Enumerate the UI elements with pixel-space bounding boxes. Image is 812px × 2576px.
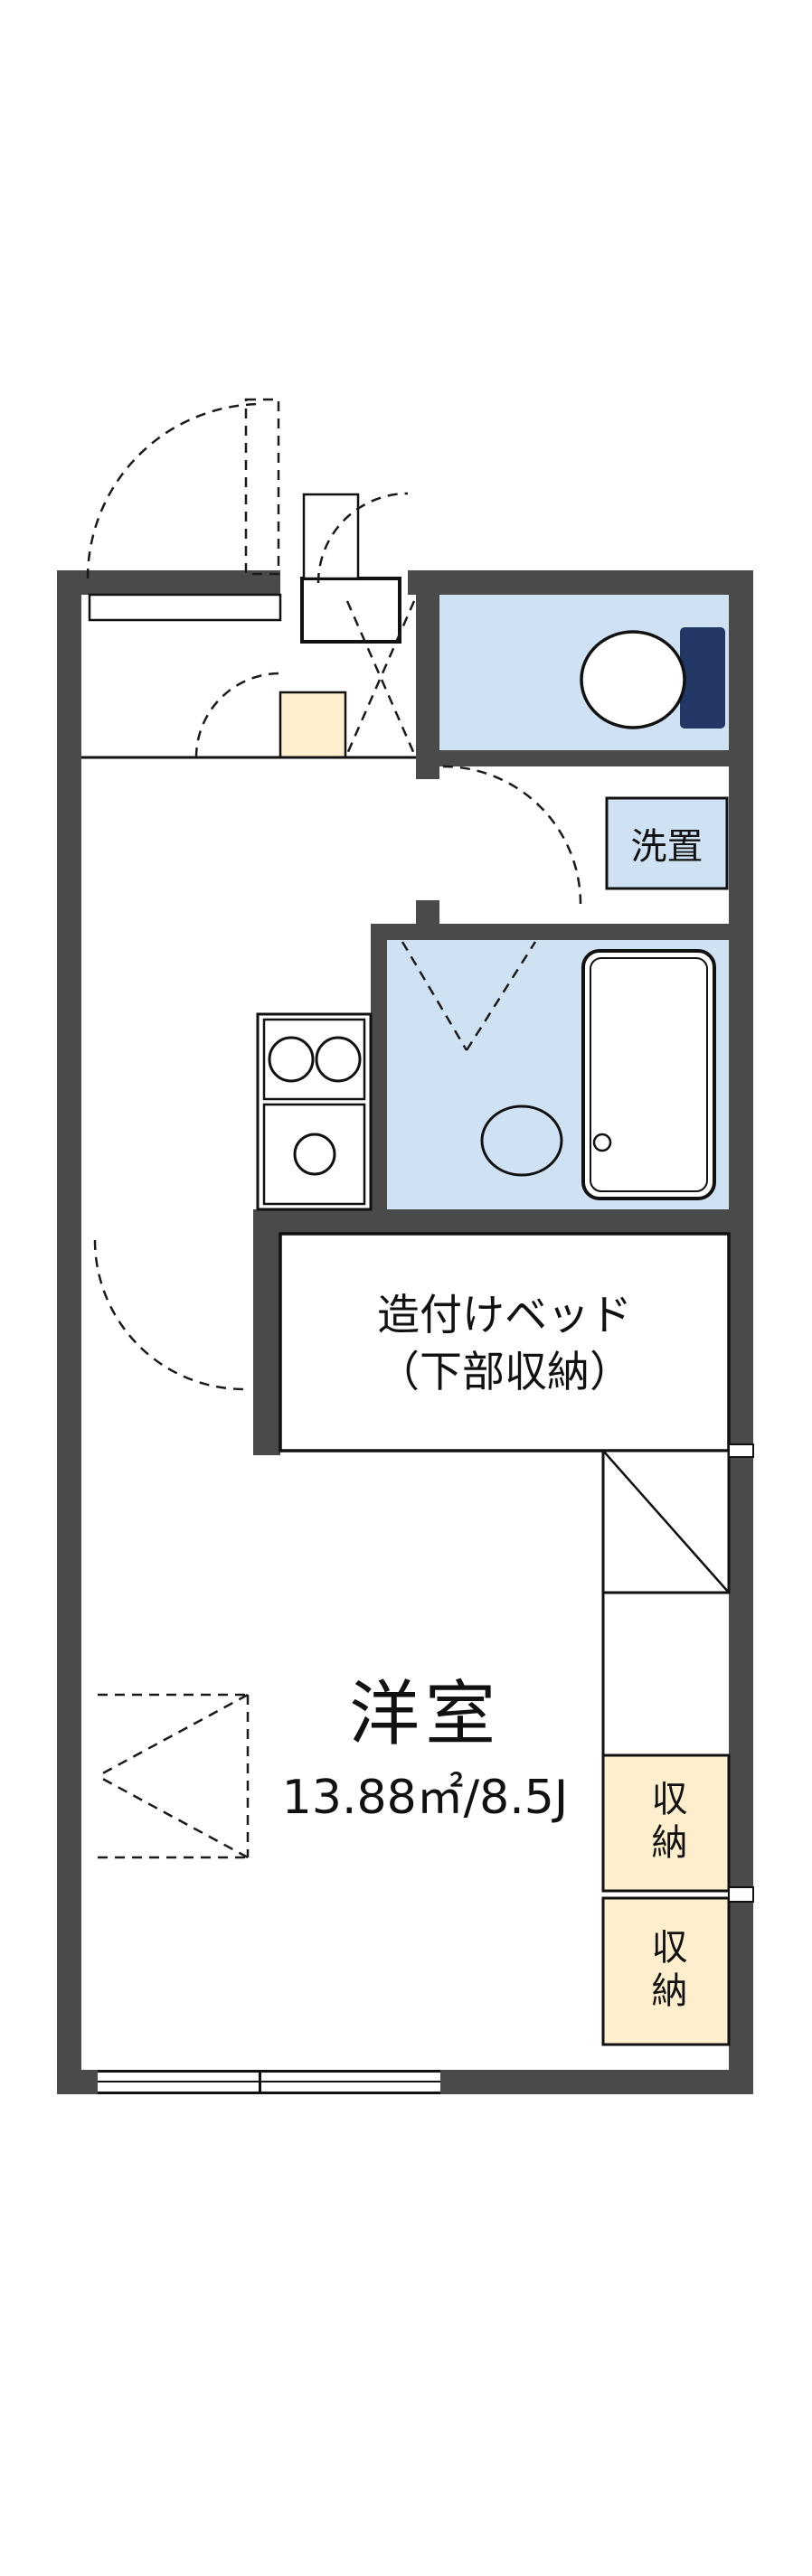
bathtub-icon	[581, 949, 716, 1200]
storage-lower-box	[601, 1896, 731, 2046]
entrance-door-open-leaf-icon	[244, 398, 280, 576]
genkan-door-arc-icon	[194, 672, 281, 758]
built-in-bed-box	[279, 1232, 731, 1453]
wall-toilet-bottom	[439, 750, 729, 766]
entrance-door-arc-large-icon	[86, 402, 263, 579]
right-wall-marker-lower-icon	[728, 1886, 754, 1903]
wall-top-right	[408, 570, 753, 595]
sink-icon	[262, 1103, 366, 1206]
bath-door-line1-icon	[401, 941, 468, 1051]
diagonal-box-line-icon	[602, 1450, 730, 1594]
bathtub-inner-icon	[590, 957, 708, 1192]
bottom-window-line-mid	[98, 2081, 440, 2082]
wall-bed-top	[253, 1209, 729, 1234]
bathtub-outer-icon	[581, 949, 716, 1200]
toilet-bowl-icon	[580, 630, 686, 729]
left-window-opening-icon	[97, 1693, 250, 1859]
bottom-window-line-bottom	[98, 2092, 440, 2094]
sink-drain-icon	[293, 1133, 336, 1176]
bottom-window-line-top	[98, 2070, 440, 2073]
entrance-door-leaf	[302, 493, 360, 580]
bath-washing-area-drain-icon	[480, 1105, 563, 1177]
kitchen-counter	[256, 1012, 373, 1211]
stove-burner-right-icon	[315, 1036, 362, 1083]
window-marker-diag1-icon	[97, 1693, 249, 1778]
entrance-door-swing-icon	[86, 398, 416, 758]
counter-diagonal-box	[601, 1449, 731, 1594]
storage-upper-box	[601, 1753, 731, 1893]
bottom-window-mullion	[259, 2070, 261, 2094]
right-wall-marker-upper-icon	[728, 1443, 754, 1458]
wall-bed-left	[253, 1209, 280, 1455]
wall-right	[729, 570, 753, 2094]
genkan-cross-line2-icon	[345, 600, 416, 755]
entrance-door-arc-small-icon	[316, 492, 409, 584]
stove-burner-left-icon	[268, 1036, 315, 1083]
genkan-cross-line1-icon	[345, 600, 416, 755]
shoe-box	[279, 691, 347, 759]
bathroom-folding-door-icon	[401, 941, 537, 1051]
wall-entry-toilet-divider	[416, 595, 439, 779]
window-marker-diag2-icon	[97, 1774, 249, 1859]
wall-top-left	[57, 570, 280, 595]
wall-left	[57, 570, 81, 2094]
walls	[57, 570, 753, 2094]
washer-space-box	[605, 796, 729, 890]
wall-bathroom-top	[371, 924, 729, 940]
bathtub-drain-dot-icon	[592, 1133, 612, 1152]
wall-bathroom-left	[371, 924, 387, 1229]
bottom-window-icon	[98, 2070, 440, 2094]
right-wall-joint-markers	[728, 1443, 754, 1903]
shoe-counter	[88, 593, 282, 622]
bath-door-line2-icon	[465, 941, 537, 1051]
room-door-arc-icon	[93, 1239, 245, 1391]
toilet-tank-icon	[680, 627, 725, 729]
washroom-door-arc-icon	[442, 765, 582, 905]
toilet-icon	[580, 627, 725, 729]
